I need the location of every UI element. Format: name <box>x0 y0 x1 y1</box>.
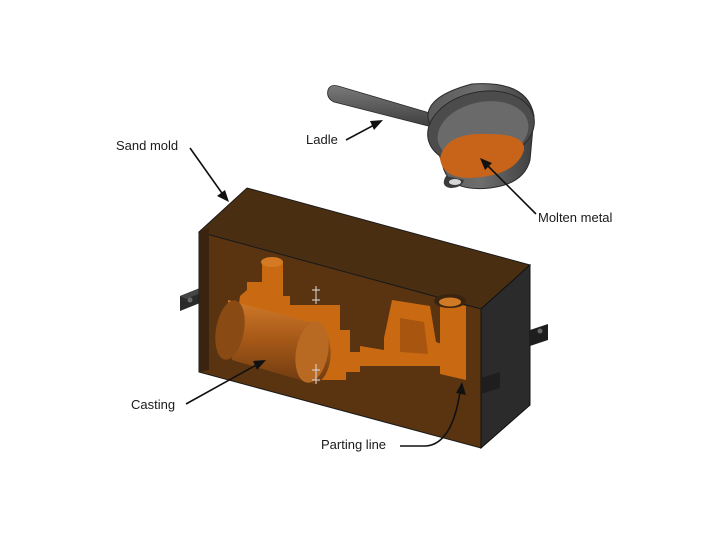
sand-mold <box>180 187 548 450</box>
annotation-parting-line: Parting line <box>321 382 466 452</box>
riser-opening-inner <box>439 297 461 307</box>
annotation-sand-mold: Sand mold <box>116 138 229 202</box>
ladle <box>327 83 535 190</box>
mold-edge-strip <box>199 228 209 372</box>
sprue-cup <box>262 262 283 296</box>
annotation-ladle: Ladle <box>306 120 383 147</box>
annotation-molten-metal: Molten metal <box>480 158 613 225</box>
riser <box>440 300 466 380</box>
label-casting: Casting <box>131 397 175 412</box>
runner-core <box>400 318 428 354</box>
mold-side-face <box>480 263 531 450</box>
label-sand-mold: Sand mold <box>116 138 178 153</box>
ladle-handle <box>327 85 441 129</box>
sprue-opening <box>261 257 283 267</box>
parting-line-marker <box>312 286 320 384</box>
right-flange-lower <box>481 372 500 394</box>
annotation-casting: Casting <box>131 360 266 412</box>
ladle-molten-metal <box>440 133 525 178</box>
label-parting-line: Parting line <box>321 437 386 452</box>
right-flange-upper <box>530 324 548 346</box>
flange-hole <box>187 297 193 303</box>
label-ladle: Ladle <box>306 132 338 147</box>
casting-cylinder <box>215 300 331 384</box>
label-molten-metal: Molten metal <box>538 210 613 225</box>
flange-hole <box>537 328 543 334</box>
